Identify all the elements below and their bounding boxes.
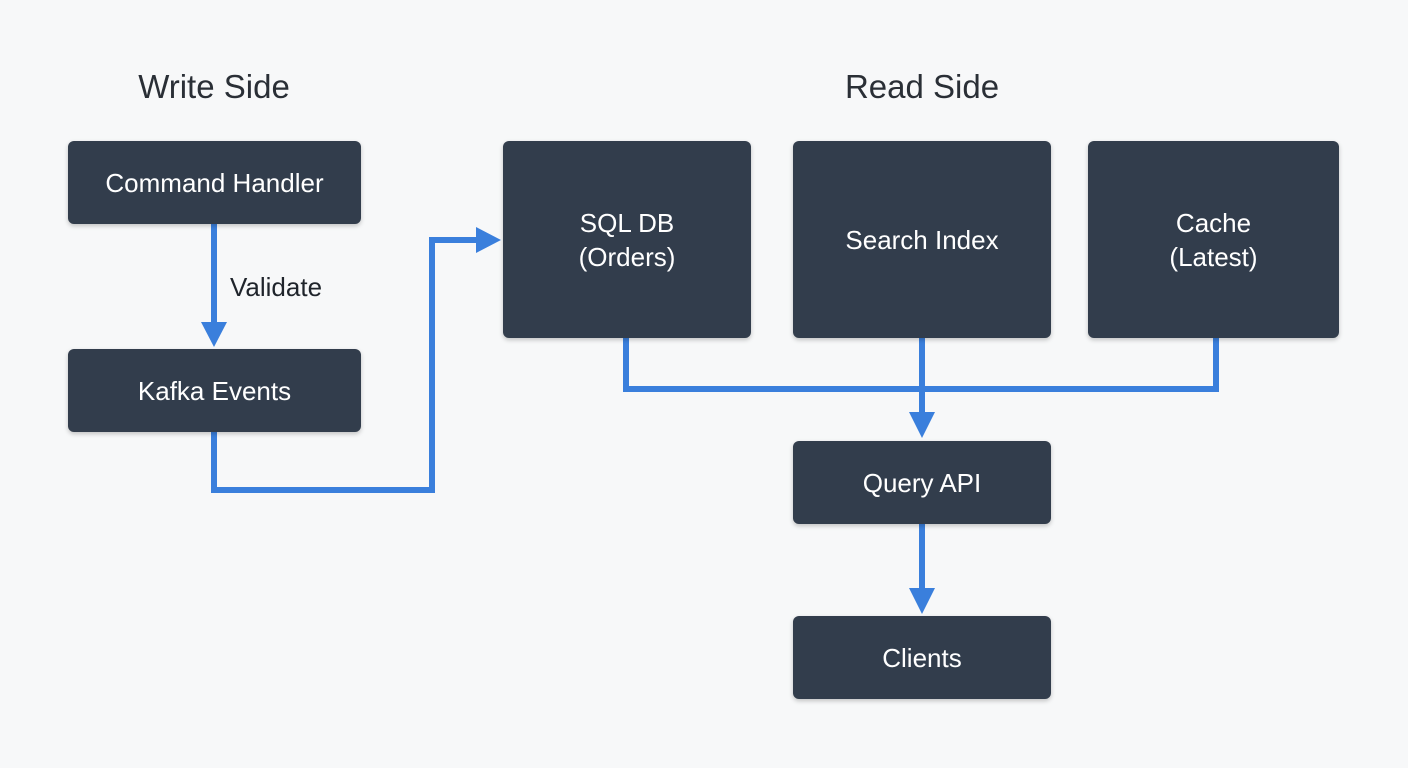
- command-handler-node: Command Handler: [68, 141, 361, 224]
- arrowhead-kafka: [201, 322, 227, 347]
- edge-kafka-to-sqldb: [211, 237, 478, 493]
- cache-label-line2: (Latest): [1169, 241, 1258, 272]
- sql-db-label-line2: (Orders): [578, 241, 676, 272]
- arrowhead-query-api: [909, 412, 935, 438]
- clients-label: Clients: [882, 642, 962, 673]
- cache-label-line1: Cache: [1175, 207, 1252, 238]
- search-index-label: Search Index: [845, 224, 999, 255]
- read-side-title: Read Side: [844, 68, 1000, 105]
- sql-db-label-line1: SQL DB: [579, 207, 675, 238]
- sql-db-node: SQL DB (Orders): [503, 141, 751, 338]
- kafka-events-node: Kafka Events: [68, 349, 361, 432]
- clients-node: Clients: [793, 616, 1051, 699]
- write-side-title: Write Side: [138, 68, 290, 105]
- arrowhead-clients: [909, 588, 935, 614]
- arrowhead-sqldb: [476, 227, 501, 253]
- edge-sqldb-to-merge: [623, 338, 922, 392]
- cache-node: Cache (Latest): [1088, 141, 1339, 338]
- validate-label: Validate: [230, 272, 323, 302]
- edge-cache-to-merge: [922, 338, 1219, 392]
- command-handler-label: Command Handler: [105, 167, 324, 198]
- kafka-events-label: Kafka Events: [137, 375, 292, 406]
- search-index-node: Search Index: [793, 141, 1051, 338]
- query-api-node: Query API: [793, 441, 1051, 524]
- query-api-label: Query API: [862, 467, 982, 498]
